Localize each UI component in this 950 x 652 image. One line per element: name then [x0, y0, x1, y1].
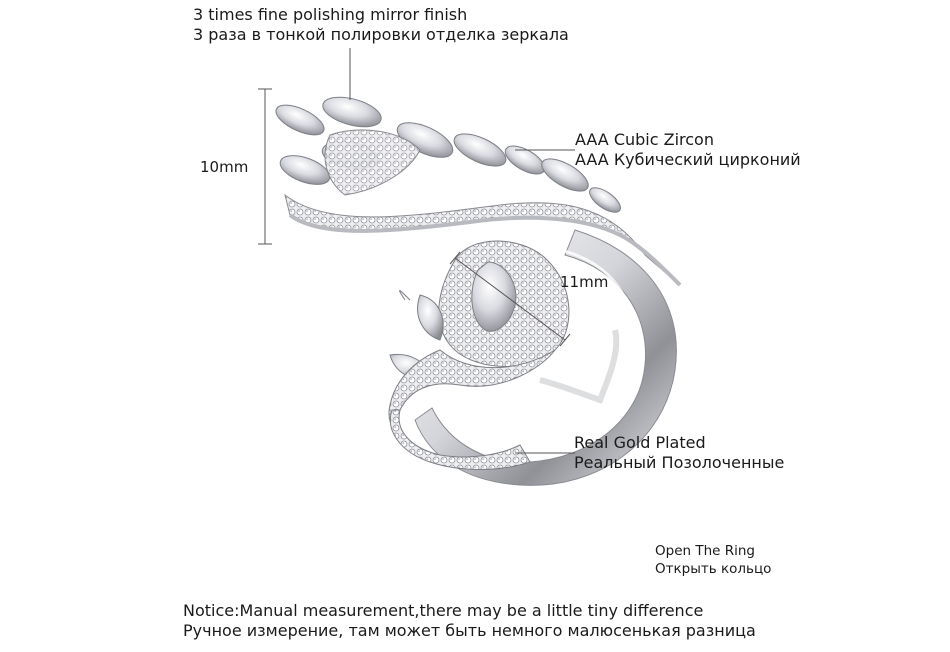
gold-annotation-ru: Реальный Позолоченные: [574, 453, 785, 472]
zircon-annotation-ru: AAA Кубический цирконий: [575, 150, 801, 169]
gold-annotation-en: Real Gold Plated: [574, 433, 706, 452]
polish-annotation: 3 times fine polishing mirror finish 3 р…: [193, 5, 569, 45]
open-ring-caption-ru: Открыть кольцо: [655, 561, 772, 577]
polish-annotation-en: 3 times fine polishing mirror finish: [193, 5, 468, 24]
gold-annotation: Real Gold Plated Реальный Позолоченные: [574, 433, 784, 473]
zircon-annotation-en: AAA Cubic Zircon: [575, 130, 714, 149]
width-dimension-label: 11mm: [560, 273, 609, 291]
open-ring-caption: Open The Ring Открыть кольцо: [655, 542, 771, 578]
wing-top: [284, 193, 682, 287]
height-dimension-label: 10mm: [200, 158, 249, 176]
open-ring-caption-en: Open The Ring: [655, 543, 756, 559]
measurement-notice-ru: Ручное измерение, там может быть немного…: [183, 621, 756, 640]
ring-band: [414, 229, 677, 486]
polish-annotation-ru: 3 раза в тонкой полировки отделка зеркал…: [193, 25, 569, 44]
marquise-crystals: [275, 96, 621, 213]
zircon-annotation: AAA Cubic Zircon AAA Кубический цирконий: [575, 130, 801, 170]
measurement-notice-en: Notice:Manual measurement,there may be a…: [183, 601, 704, 620]
annotation-lines: [258, 48, 575, 454]
measurement-notice: Notice:Manual measurement,there may be a…: [183, 601, 756, 641]
